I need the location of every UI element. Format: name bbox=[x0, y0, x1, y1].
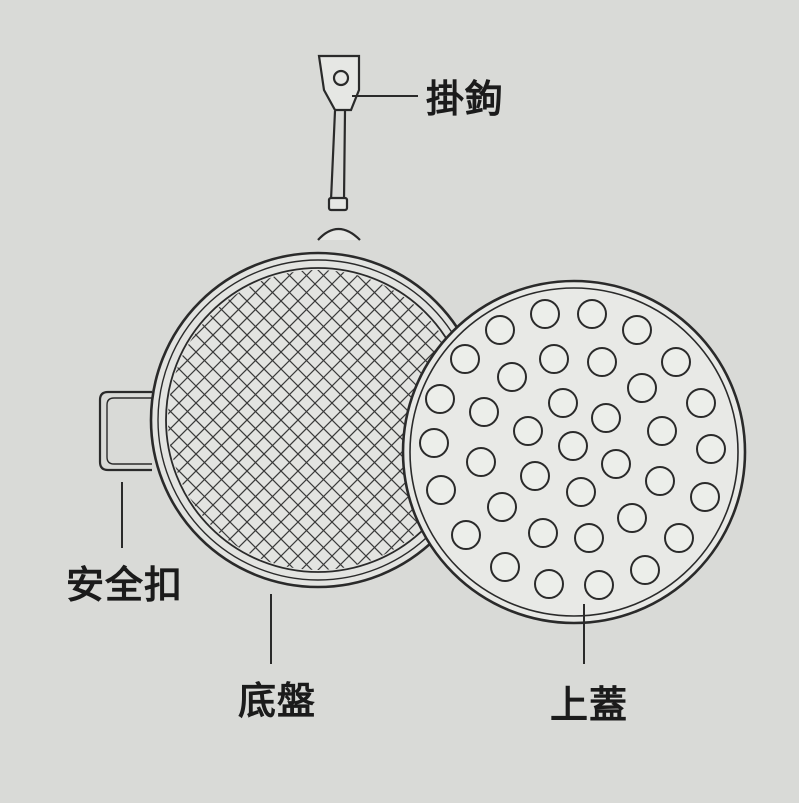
lid-hole bbox=[520, 461, 550, 491]
lid-hole bbox=[548, 388, 578, 418]
hook-hole-icon bbox=[332, 69, 350, 87]
lid-hole bbox=[690, 482, 720, 512]
hook-mount bbox=[317, 227, 361, 241]
mesh-wire bbox=[168, 270, 468, 570]
lid-hole bbox=[601, 449, 631, 479]
mesh-wire bbox=[168, 270, 468, 570]
lid-hole bbox=[591, 403, 621, 433]
hook-tab bbox=[317, 54, 361, 112]
mesh-wire bbox=[168, 270, 468, 570]
lid-hole bbox=[528, 518, 558, 548]
lid-hole bbox=[425, 384, 455, 414]
lid-hole bbox=[530, 299, 560, 329]
lid-hole bbox=[426, 475, 456, 505]
mesh-wire bbox=[168, 270, 468, 570]
lid-hole bbox=[574, 523, 604, 553]
hook bbox=[317, 54, 361, 241]
hook-chain bbox=[329, 110, 347, 201]
lid-hole bbox=[630, 555, 660, 585]
mesh-wire bbox=[168, 270, 468, 570]
lid-hole bbox=[450, 344, 480, 374]
mesh-wire bbox=[168, 270, 468, 570]
mesh-wire bbox=[168, 270, 468, 570]
lid-hole bbox=[497, 362, 527, 392]
lid-hole bbox=[419, 428, 449, 458]
top-lid bbox=[401, 279, 747, 625]
lid-hole bbox=[645, 466, 675, 496]
label-safety-clasp: 安全扣 bbox=[66, 563, 184, 607]
lid-hole bbox=[466, 447, 496, 477]
lid-hole bbox=[627, 373, 657, 403]
mesh-wire bbox=[168, 270, 468, 570]
mesh-wire bbox=[168, 270, 468, 570]
safety-clasp bbox=[98, 390, 152, 472]
mesh-wire bbox=[168, 270, 468, 570]
label-base-plate: 底盤 bbox=[238, 679, 317, 723]
mesh-wire bbox=[168, 270, 468, 570]
lid-hole bbox=[647, 416, 677, 446]
lid-hole bbox=[558, 431, 588, 461]
lid-hole bbox=[622, 315, 652, 345]
lid-hole bbox=[617, 503, 647, 533]
lid-hole bbox=[664, 523, 694, 553]
hook-link bbox=[327, 196, 349, 212]
lid-hole bbox=[577, 299, 607, 329]
lid-hole bbox=[686, 388, 716, 418]
lid-hole bbox=[485, 315, 515, 345]
mesh-wire bbox=[168, 270, 468, 570]
lid-hole bbox=[566, 477, 596, 507]
mesh-wire bbox=[168, 270, 468, 570]
lid-hole bbox=[696, 434, 726, 464]
top-lid-holes bbox=[419, 299, 726, 600]
lid-hole bbox=[451, 520, 481, 550]
lid-hole bbox=[469, 397, 499, 427]
lid-hole bbox=[490, 552, 520, 582]
lid-hole bbox=[661, 347, 691, 377]
label-top-lid: 上蓋 bbox=[550, 683, 629, 727]
lid-hole bbox=[539, 344, 569, 374]
lid-hole bbox=[584, 570, 614, 600]
lid-hole bbox=[487, 492, 517, 522]
label-hook: 掛鉤 bbox=[426, 77, 505, 121]
lid-hole bbox=[587, 347, 617, 377]
lid-hole bbox=[534, 569, 564, 599]
lid-hole bbox=[513, 416, 543, 446]
mesh-wire bbox=[168, 270, 468, 570]
